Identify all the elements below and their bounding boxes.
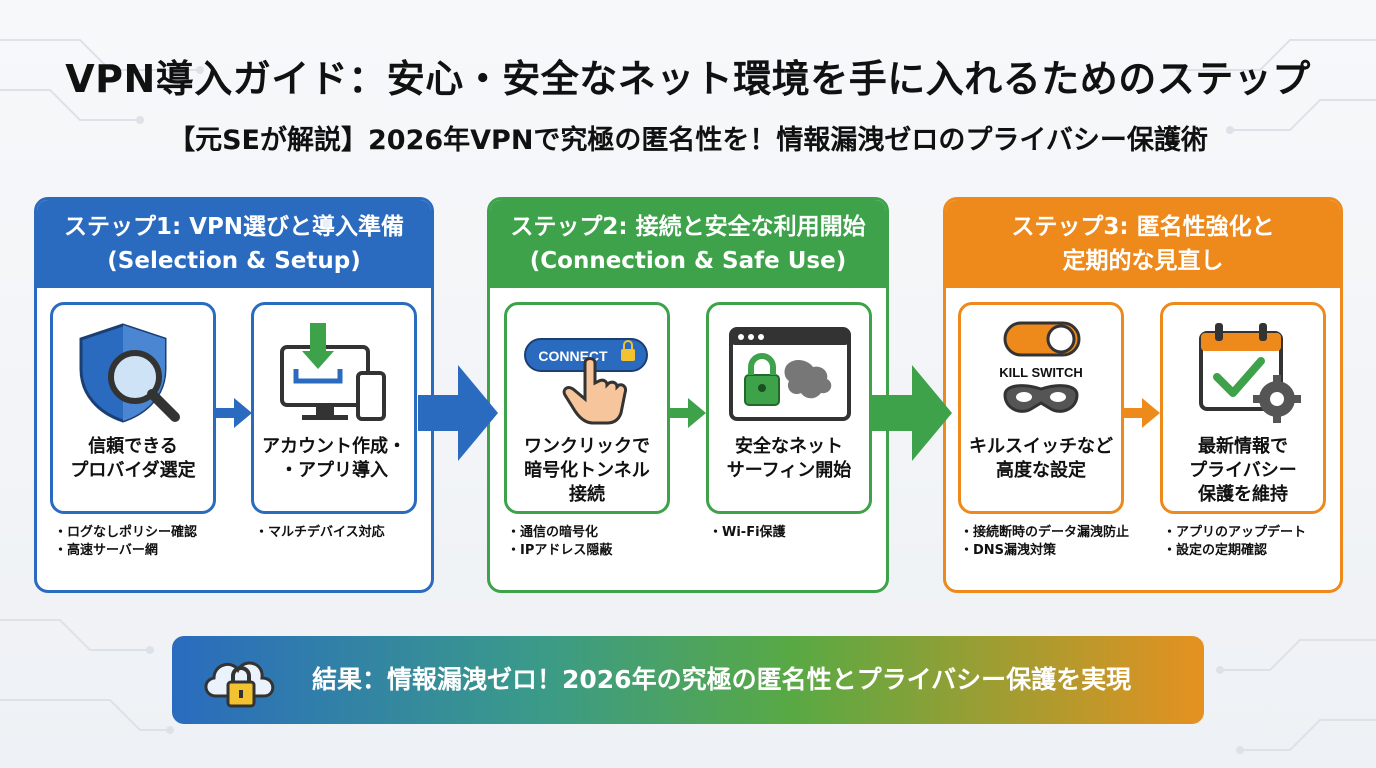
card-1-label: 信頼できる プロバイダ選定 <box>70 436 196 481</box>
arrow-step2-to-step3-icon <box>872 365 952 461</box>
list-item: 高速サーバー網 <box>54 542 224 560</box>
arrow-card3-to-card4-icon <box>670 398 706 428</box>
result-text: 結果：情報漏洩ゼロ！2026年の究極の匿名性とプライバシー保護を実現 <box>312 665 1132 694</box>
step-3-title: ステップ3: 匿名性強化と <box>1011 214 1275 240</box>
step-2-title: ステップ2: 接続と安全な利用開始 <box>510 214 866 240</box>
card-2-label: アカウント作成・ ・アプリ導入 <box>262 436 406 481</box>
card-5-notes: 接続断時のデータ漏洩防止 DNS漏洩対策 <box>960 524 1130 560</box>
list-item: ログなしポリシー確認 <box>54 524 224 542</box>
step-2-subtitle: (Connection & Safe Use) <box>529 248 847 274</box>
secure-browser-icon <box>729 327 851 421</box>
list-item: マルチデバイス対応 <box>255 524 425 542</box>
list-item: DNS漏洩対策 <box>960 542 1130 560</box>
kill-switch-icon-text: KILL SWITCH <box>999 365 1083 380</box>
connect-icon-text: CONNECT <box>538 348 608 364</box>
list-item: Wi-Fi保護 <box>709 524 879 542</box>
card-6-notes: アプリのアップデート 設定の定期確認 <box>1163 524 1333 560</box>
cloud-lock-icon <box>204 661 275 708</box>
connect-button-icon: CONNECT <box>524 338 648 425</box>
step-3-subtitle: 定期的な見直し <box>1062 248 1224 274</box>
card-2-notes: マルチデバイス対応 <box>255 524 425 542</box>
card-maintain-privacy: 最新情報で プライバシー 保護を維持 <box>1160 302 1326 514</box>
result-banner: 結果：情報漏洩ゼロ！2026年の究極の匿名性とプライバシー保護を実現 <box>172 636 1204 724</box>
card-one-click-connect: CONNECT ワンクリックで 暗号化トンネル 接続 <box>504 302 670 514</box>
arrow-step1-to-step2-icon <box>418 365 498 461</box>
calendar-check-gear-icon <box>1199 323 1301 423</box>
shield-magnifier-icon <box>79 323 180 423</box>
step-1-title: ステップ1: VPN選びと導入準備 <box>63 214 405 240</box>
card-5-label: キルスイッチなど 高度な設定 <box>969 436 1113 481</box>
download-devices-icon <box>280 323 386 421</box>
card-account-app-install: アカウント作成・ ・アプリ導入 <box>251 302 417 514</box>
card-provider-selection: 信頼できる プロバイダ選定 <box>50 302 216 514</box>
step-3-header: ステップ3: 匿名性強化と 定期的な見直し <box>946 200 1340 288</box>
card-1-notes: ログなしポリシー確認 高速サーバー網 <box>54 524 224 560</box>
card-4-label: 安全なネット サーフィン開始 <box>726 436 852 481</box>
card-safe-surfing: 安全なネット サーフィン開始 <box>706 302 872 514</box>
step-1-header: ステップ1: VPN選びと導入準備 (Selection & Setup) <box>37 200 431 288</box>
card-3-label: ワンクリックで 暗号化トンネル 接続 <box>524 436 650 505</box>
list-item: IPアドレス隠蔽 <box>507 542 677 560</box>
page-subtitle: 【元SEが解説】2026年VPNで究極の匿名性を！情報漏洩ゼロのプライバシー保護… <box>168 125 1208 156</box>
card-4-notes: Wi-Fi保護 <box>709 524 879 542</box>
card-3-notes: 通信の暗号化 IPアドレス隠蔽 <box>507 524 677 560</box>
card-kill-switch: KILL SWITCH キルスイッチなど 高度な設定 <box>958 302 1124 514</box>
list-item: 接続断時のデータ漏洩防止 <box>960 524 1130 542</box>
step-2-header: ステップ2: 接続と安全な利用開始 (Connection & Safe Use… <box>490 200 886 288</box>
card-6-label: 最新情報で プライバシー 保護を維持 <box>1189 436 1297 505</box>
step-1-subtitle: (Selection & Setup) <box>107 248 361 274</box>
arrow-card5-to-card6-icon <box>1124 398 1160 428</box>
list-item: アプリのアップデート <box>1163 524 1333 542</box>
kill-switch-mask-icon: KILL SWITCH <box>999 321 1083 413</box>
list-item: 設定の定期確認 <box>1163 542 1333 560</box>
list-item: 通信の暗号化 <box>507 524 677 542</box>
page-title: VPN導入ガイド：安心・安全なネット環境を手に入れるためのステップ <box>65 57 1311 101</box>
arrow-card1-to-card2-icon <box>216 398 252 428</box>
